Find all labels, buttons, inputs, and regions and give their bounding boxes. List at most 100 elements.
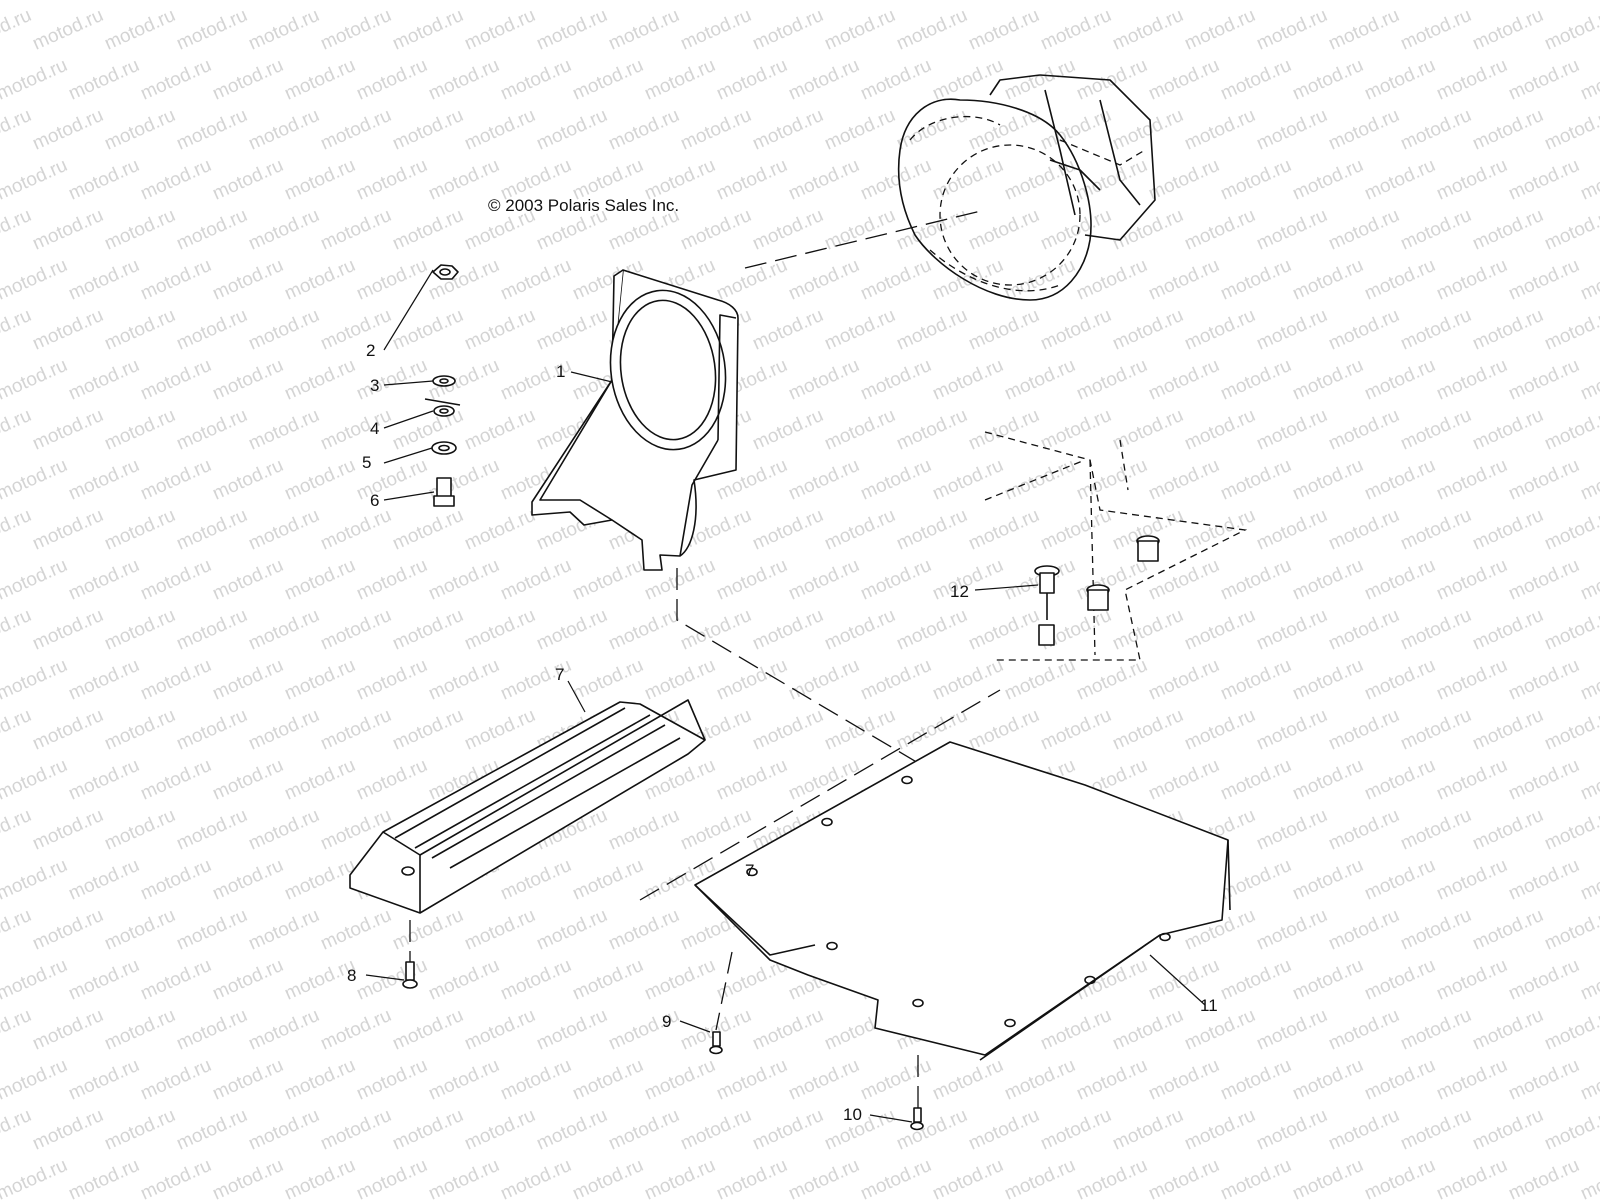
watermark-text: motod.ru (1433, 55, 1510, 105)
watermark-text: motod.ru (1505, 0, 1582, 5)
watermark-text: motod.ru (1109, 105, 1186, 155)
watermark-text: motod.ru (1181, 305, 1258, 355)
watermark-text: motod.ru (173, 5, 250, 55)
watermark-text: motod.ru (1541, 605, 1600, 655)
watermark-text: motod.ru (1397, 405, 1474, 455)
watermark-text: motod.ru (785, 1055, 862, 1105)
watermark-text: motod.ru (29, 805, 106, 855)
watermark-text: motod.ru (1397, 805, 1474, 855)
watermark-text: motod.ru (1145, 55, 1222, 105)
watermark-text: motod.ru (0, 305, 35, 355)
watermark-text: motod.ru (713, 55, 790, 105)
watermark-text: motod.ru (1145, 0, 1222, 5)
watermark-text: motod.ru (1217, 55, 1294, 105)
watermark-text: motod.ru (65, 855, 142, 905)
watermark-text: motod.ru (857, 655, 934, 705)
watermark-text: motod.ru (65, 1155, 142, 1200)
watermark-text: motod.ru (1325, 605, 1402, 655)
watermark-text: motod.ru (713, 0, 790, 5)
callout-8: 8 (347, 966, 356, 985)
watermark-text: motod.ru (1073, 655, 1150, 705)
watermark-text: motod.ru (29, 105, 106, 155)
watermark-text: motod.ru (1433, 255, 1510, 305)
watermark-text: motod.ru (461, 705, 538, 755)
watermark-text: motod.ru (1073, 555, 1150, 605)
watermark-text: motod.ru (533, 605, 610, 655)
watermark-text: motod.ru (1073, 255, 1150, 305)
watermark-text: motod.ru (29, 1105, 106, 1155)
watermark-text: motod.ru (137, 255, 214, 305)
watermark-text: motod.ru (1361, 755, 1438, 805)
watermark-text: motod.ru (1217, 455, 1294, 505)
watermark-text: motod.ru (749, 405, 826, 455)
watermark-text: motod.ru (713, 155, 790, 205)
watermark-text: motod.ru (65, 55, 142, 105)
watermark-text: motod.ru (173, 705, 250, 755)
watermark-text: motod.ru (533, 105, 610, 155)
watermark-text: motod.ru (1289, 455, 1366, 505)
watermark-text: motod.ru (173, 205, 250, 255)
watermark-text: motod.ru (209, 155, 286, 205)
watermark-text: motod.ru (317, 605, 394, 655)
watermark-text: motod.ru (1181, 105, 1258, 155)
watermark-text: motod.ru (1325, 305, 1402, 355)
watermark-text: motod.ru (1289, 0, 1366, 5)
watermark-text: motod.ru (353, 1155, 430, 1200)
watermark-text: motod.ru (1037, 505, 1114, 555)
watermark-text: motod.ru (353, 655, 430, 705)
watermark-text: motod.ru (1073, 55, 1150, 105)
watermark-text: motod.ru (533, 305, 610, 355)
watermark-text: motod.ru (1505, 1055, 1582, 1105)
watermark-text: motod.ru (1361, 55, 1438, 105)
watermark-text: motod.ru (29, 705, 106, 755)
watermark-text: motod.ru (101, 805, 178, 855)
watermark-text: motod.ru (281, 55, 358, 105)
watermark-text: motod.ru (1541, 105, 1600, 155)
watermark-text: motod.ru (857, 55, 934, 105)
callout-6: 6 (370, 491, 379, 510)
watermark-text: motod.ru (785, 455, 862, 505)
callout-3: 3 (370, 376, 379, 395)
watermark-text: motod.ru (1325, 1005, 1402, 1055)
watermark-text: motod.ru (785, 355, 862, 405)
watermark-text: motod.ru (65, 355, 142, 405)
watermark-text: motod.ru (893, 505, 970, 555)
watermark-text: motod.ru (857, 1055, 934, 1105)
watermark-text: motod.ru (389, 705, 466, 755)
watermark-text: motod.ru (1037, 405, 1114, 455)
watermark-text: motod.ru (1541, 705, 1600, 755)
watermark-text: motod.ru (1469, 105, 1546, 155)
watermark-text: motod.ru (1505, 755, 1582, 805)
watermark-text: motod.ru (101, 405, 178, 455)
watermark-text: motod.ru (137, 955, 214, 1005)
watermark-text: motod.ru (0, 855, 71, 905)
watermark-text: motod.ru (389, 205, 466, 255)
watermark-text: motod.ru (425, 1055, 502, 1105)
watermark-text: motod.ru (749, 705, 826, 755)
watermark-text: motod.ru (209, 355, 286, 405)
watermark-text: motod.ru (137, 455, 214, 505)
watermark-text: motod.ru (29, 405, 106, 455)
watermark-text: motod.ru (1289, 255, 1366, 305)
watermark-text: motod.ru (101, 605, 178, 655)
watermark-text: motod.ru (821, 405, 898, 455)
watermark-text: motod.ru (1217, 1155, 1294, 1200)
watermark-text: motod.ru (0, 0, 71, 5)
watermark-text: motod.ru (785, 0, 862, 5)
watermark-text: motod.ru (425, 255, 502, 305)
watermark-text: motod.ru (101, 5, 178, 55)
watermark-text: motod.ru (713, 255, 790, 305)
watermark-text: motod.ru (137, 855, 214, 905)
watermark-text: motod.ru (1577, 1155, 1600, 1200)
watermark-text: motod.ru (1577, 255, 1600, 305)
watermark-text: motod.ru (749, 505, 826, 555)
watermark-text: motod.ru (209, 555, 286, 605)
callout-1: 1 (556, 362, 565, 381)
watermark-text: motod.ru (1289, 155, 1366, 205)
watermark-text: motod.ru (1433, 455, 1510, 505)
watermark-text: motod.ru (173, 805, 250, 855)
watermark-text: motod.ru (425, 955, 502, 1005)
watermark-text: motod.ru (857, 0, 934, 5)
watermark-text: motod.ru (173, 405, 250, 455)
watermark-text: motod.ru (1073, 155, 1150, 205)
